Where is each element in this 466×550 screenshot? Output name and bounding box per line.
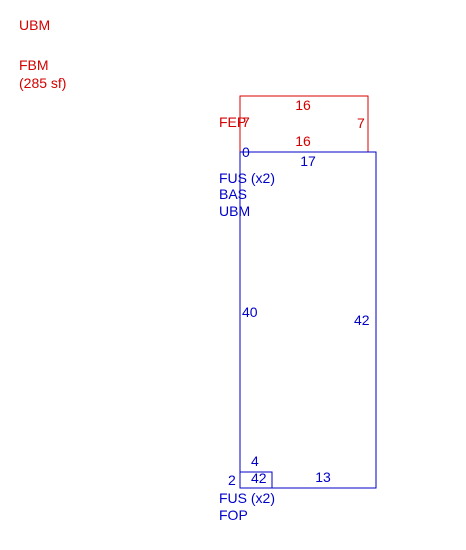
main-label-bas: BAS	[219, 186, 247, 202]
porch-label-fop: FOP	[219, 507, 248, 523]
porch-left-dim: 2	[228, 472, 236, 488]
main-corner-label: 0	[242, 144, 250, 160]
legend-area: (285 sf)	[19, 75, 66, 91]
porch-inner-dim: 42	[251, 470, 267, 486]
main-label-ubm: UBM	[219, 203, 250, 219]
legend-fbm: FBM	[19, 57, 49, 73]
garage-bottom-dim: 16	[295, 133, 311, 149]
main-right-dim: 42	[354, 312, 370, 328]
main-left-dim: 40	[242, 304, 258, 320]
main-top-dim: 17	[300, 153, 316, 169]
porch-label-fus: FUS (x2)	[219, 490, 275, 506]
porch-outline	[239, 471, 273, 489]
garage-tag: FEP	[219, 114, 246, 130]
legend-ubm: UBM	[19, 17, 50, 33]
garage-top-dim: 16	[295, 97, 311, 113]
porch-top-dim: 4	[251, 453, 259, 469]
main-building-outline	[239, 151, 377, 489]
main-bottom-dim: 13	[315, 469, 331, 485]
main-label-fus: FUS (x2)	[219, 170, 275, 186]
garage-left-dim: 7	[242, 114, 250, 130]
garage-right-dim: 7	[357, 115, 365, 131]
